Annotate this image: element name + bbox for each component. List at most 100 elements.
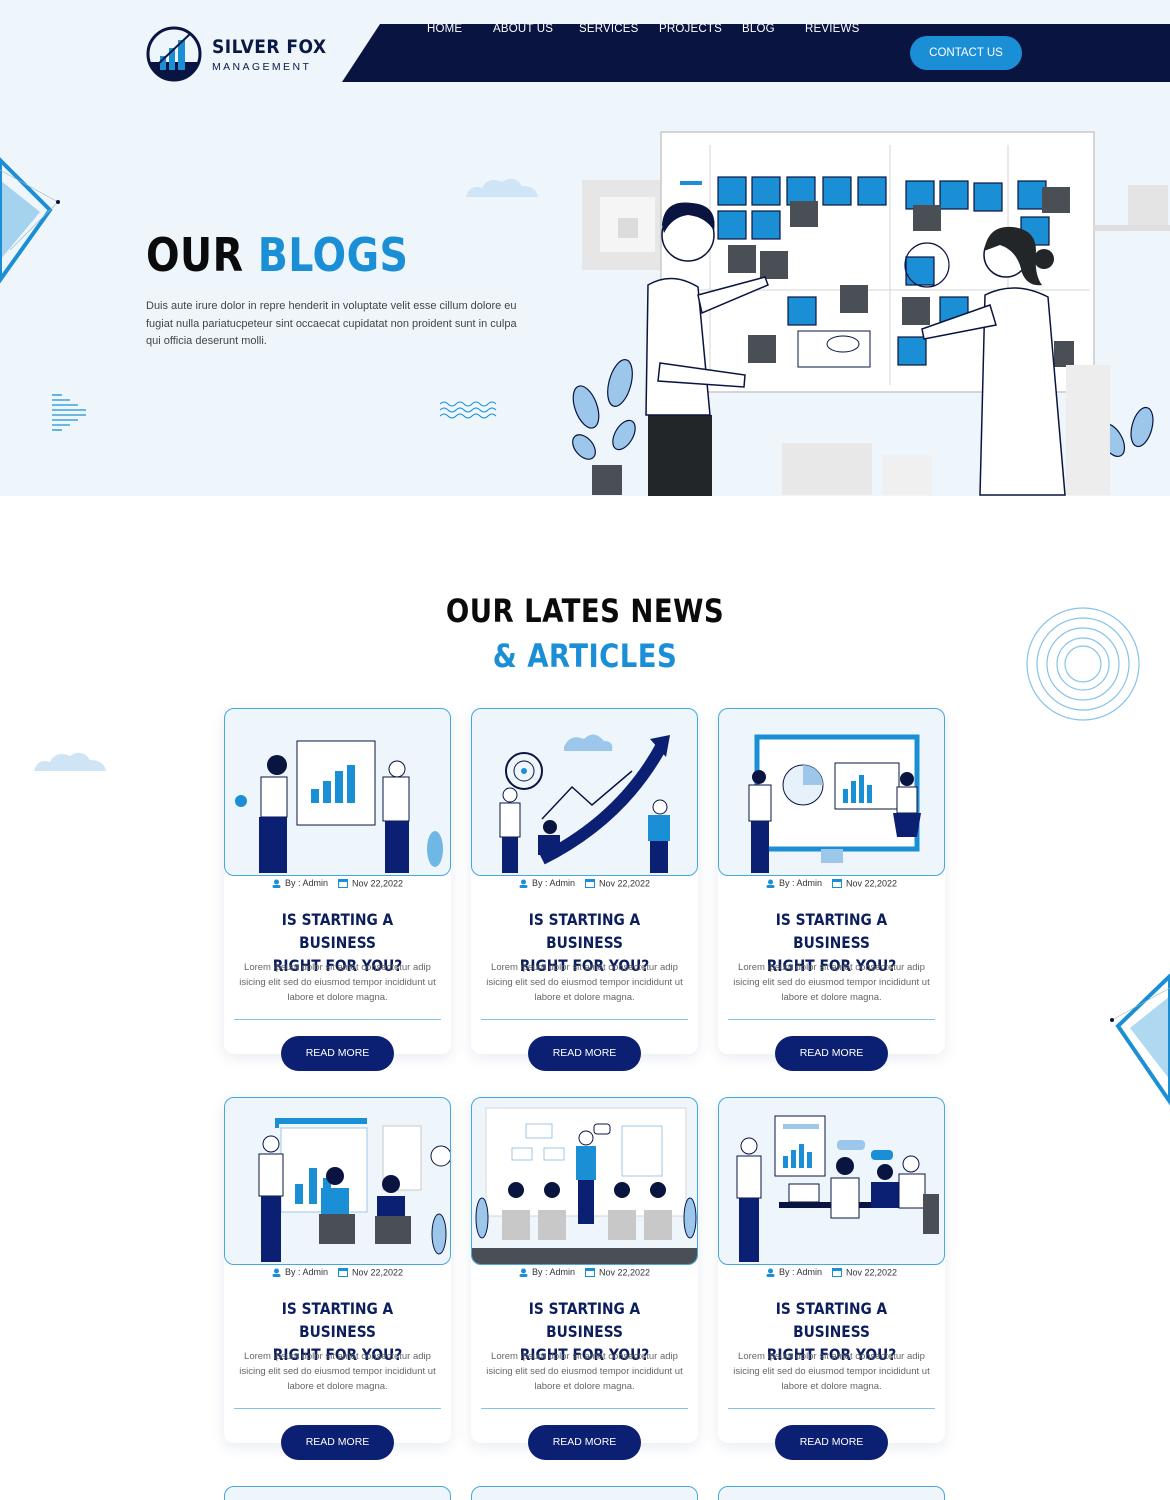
nav-blog[interactable]: BLOG <box>742 23 775 35</box>
hero-description: Duis aute irure dolor in repre henderit … <box>146 300 517 347</box>
card-meta: By : Admin Nov 22,2022 <box>718 1265 945 1281</box>
card-author: By : Admin <box>531 878 575 889</box>
nav-projects[interactable]: PROJECTS <box>659 23 722 35</box>
calendar-icon <box>831 878 842 890</box>
growth-arrow-illustration-icon <box>499 734 670 873</box>
calendar-icon <box>337 1267 348 1279</box>
card-divider <box>481 1408 688 1409</box>
card-author: By : Admin <box>284 1267 328 1278</box>
card-excerpt: Lorem ipsum dolor sit amet consectetur a… <box>733 962 930 1003</box>
read-more-button[interactable]: READ MORE <box>775 1036 888 1071</box>
card-divider <box>234 1408 441 1409</box>
read-more-button[interactable]: READ MORE <box>528 1036 641 1071</box>
user-icon <box>519 879 528 890</box>
blog-card-image-partial[interactable] <box>718 1486 945 1500</box>
read-more-button[interactable]: READ MORE <box>528 1425 641 1460</box>
brand-name: SILVER FOX <box>212 35 327 58</box>
card-date: Nov 22,2022 <box>351 878 404 889</box>
user-icon <box>519 1268 528 1279</box>
team-bar-chart-illustration-icon <box>235 740 443 873</box>
user-icon <box>766 1268 775 1279</box>
blog-card-image-partial[interactable] <box>471 1486 698 1500</box>
user-icon <box>766 879 775 890</box>
presentation-board-illustration-icon <box>748 734 921 873</box>
speaker-audience-illustration-icon <box>472 1107 697 1264</box>
card-divider <box>728 1408 935 1409</box>
section-title-line2: & ARTICLES <box>492 637 678 675</box>
section-title-line1: OUR LATES NEWS <box>445 592 725 630</box>
logo-chart-icon <box>146 26 202 82</box>
nav-services[interactable]: SERVICES <box>579 23 639 35</box>
calendar-icon <box>831 1267 842 1279</box>
blog-card-5: By : Admin Nov 22,2022 IS STARTING A BUS… <box>471 1097 698 1460</box>
card-date: Nov 22,2022 <box>598 878 651 889</box>
card-date: Nov 22,2022 <box>351 1267 404 1278</box>
card-image[interactable] <box>718 1097 945 1265</box>
lines-arrow-decoration-icon <box>52 394 86 431</box>
nav-home[interactable]: HOME <box>427 23 463 35</box>
hero-section: SILVER FOX MANAGEMENT HOME ABOUT US SERV… <box>0 0 1170 496</box>
blog-card-4: By : Admin Nov 22,2022 IS STARTING A BUS… <box>224 1097 451 1460</box>
network-decoration-icon <box>0 157 60 284</box>
blog-card-image-partial[interactable] <box>224 1486 451 1500</box>
office-team-illustration-icon <box>736 1115 939 1262</box>
card-excerpt: Lorem ipsum dolor sit amet consectetur a… <box>733 1351 930 1392</box>
card-meta: By : Admin Nov 22,2022 <box>224 876 451 892</box>
hero-title-part2: BLOGS <box>257 228 409 282</box>
card-divider <box>234 1019 441 1020</box>
main-navbar <box>342 24 1170 82</box>
hero-team-board-illustration <box>572 131 1170 496</box>
card-image[interactable] <box>224 1097 451 1265</box>
blog-card-1: By : Admin Nov 22,2022 IS STARTING A BUS… <box>224 708 451 1071</box>
card-author: By : Admin <box>284 878 328 889</box>
card-meta: By : Admin Nov 22,2022 <box>471 876 698 892</box>
card-date: Nov 22,2022 <box>845 878 898 889</box>
card-excerpt: Lorem ipsum dolor sit amet consectetur a… <box>486 962 683 1003</box>
network-decoration-icon <box>1110 973 1170 1106</box>
user-icon <box>272 1268 281 1279</box>
card-author: By : Admin <box>778 1267 822 1278</box>
wave-decoration-icon <box>440 401 497 419</box>
card-date: Nov 22,2022 <box>598 1267 651 1278</box>
concentric-circles-decoration-icon <box>1026 607 1140 721</box>
cloud-icon <box>34 752 106 771</box>
card-author: By : Admin <box>531 1267 575 1278</box>
cloud-icon <box>466 178 538 197</box>
card-excerpt: Lorem ipsum dolor sit amet consectetur a… <box>239 962 436 1003</box>
nav-about-us[interactable]: ABOUT US <box>493 23 554 35</box>
hero-title: OUR BLOGS <box>146 228 408 282</box>
card-divider <box>481 1019 688 1020</box>
card-date: Nov 22,2022 <box>845 1267 898 1278</box>
card-meta: By : Admin Nov 22,2022 <box>224 1265 451 1281</box>
brand-logo[interactable]: SILVER FOX MANAGEMENT <box>146 26 339 82</box>
card-author: By : Admin <box>778 878 822 889</box>
hero-title-part1: OUR <box>146 228 244 282</box>
calendar-icon <box>584 878 595 890</box>
card-image[interactable] <box>224 708 451 876</box>
card-image[interactable] <box>471 1097 698 1265</box>
card-meta: By : Admin Nov 22,2022 <box>471 1265 698 1281</box>
calendar-icon <box>337 878 348 890</box>
blog-card-2: By : Admin Nov 22,2022 IS STARTING A BUS… <box>471 708 698 1071</box>
read-more-button[interactable]: READ MORE <box>281 1425 394 1460</box>
card-image[interactable] <box>471 708 698 876</box>
user-icon <box>272 879 281 890</box>
card-excerpt: Lorem ipsum dolor sit amet consectetur a… <box>486 1351 683 1392</box>
card-image[interactable] <box>718 708 945 876</box>
read-more-button[interactable]: READ MORE <box>281 1036 394 1071</box>
calendar-icon <box>584 1267 595 1279</box>
card-meta: By : Admin Nov 22,2022 <box>718 876 945 892</box>
contact-us-button[interactable]: CONTACT US <box>910 36 1022 70</box>
card-divider <box>728 1019 935 1020</box>
blog-card-6: By : Admin Nov 22,2022 IS STARTING A BUS… <box>718 1097 945 1460</box>
read-more-button[interactable]: READ MORE <box>775 1425 888 1460</box>
nav-reviews[interactable]: REVIEWS <box>805 23 860 35</box>
brand-tagline: MANAGEMENT <box>212 60 312 73</box>
card-excerpt: Lorem ipsum dolor sit amet consectetur a… <box>239 1351 436 1392</box>
